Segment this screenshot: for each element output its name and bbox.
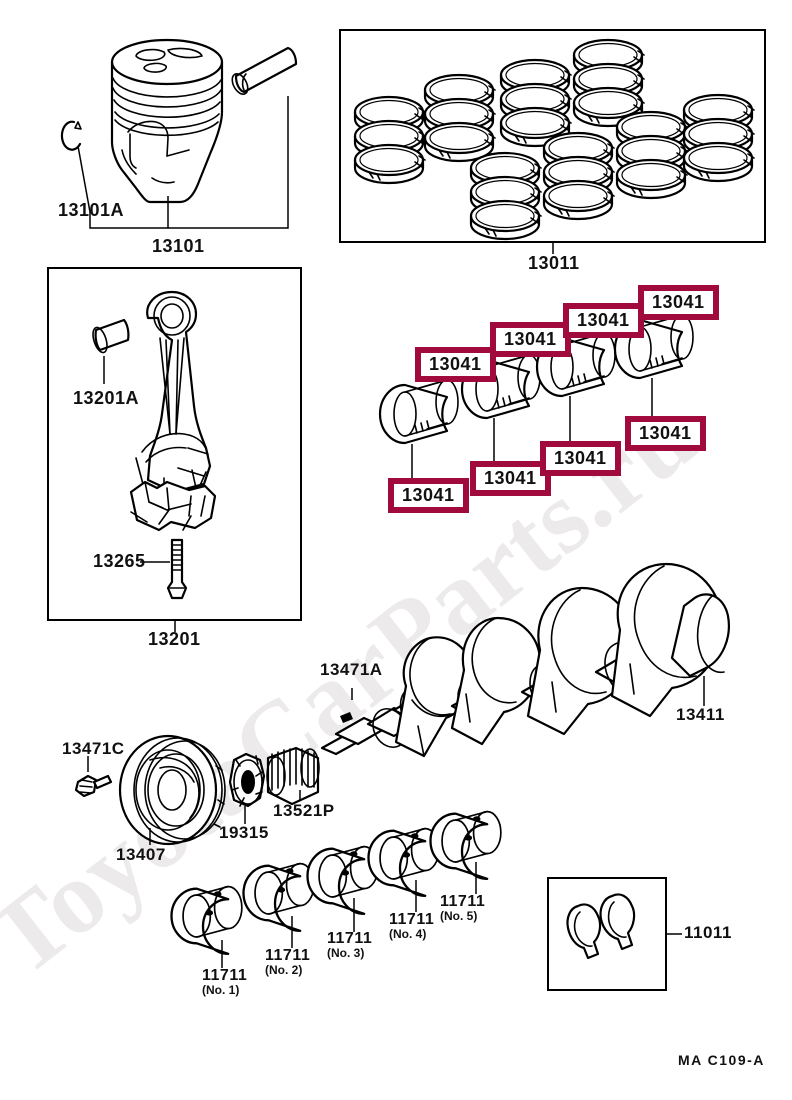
label-13265: 13265 xyxy=(93,551,146,571)
piston-pin-drawing xyxy=(231,46,298,95)
main-bearing-leaders xyxy=(221,862,477,968)
label-13201: 13201 xyxy=(148,629,201,649)
label-11711-no4: 11711 (No. 4) xyxy=(389,911,434,941)
leader-bracket-13101 xyxy=(89,96,289,229)
leader-13101A xyxy=(77,145,91,213)
rod-cap-drawing xyxy=(129,480,217,532)
highlight-13041-5[interactable]: 13041 xyxy=(388,478,469,513)
highlight-13041-3[interactable]: 13041 xyxy=(563,303,644,338)
highlight-13041-8[interactable]: 13041 xyxy=(625,416,706,451)
label-11711-no2-position: (No. 2) xyxy=(265,963,303,977)
highlight-13041-6[interactable]: 13041 xyxy=(470,461,551,496)
piston-drawing xyxy=(110,38,224,204)
thrust-washer-box xyxy=(547,877,667,991)
highlight-13041-1[interactable]: 13041 xyxy=(415,347,496,382)
label-13101: 13101 xyxy=(152,236,205,256)
label-13471C: 13471C xyxy=(62,739,125,758)
label-11711-no1-number: 11711 xyxy=(202,967,248,984)
label-11711-no5-number: 11711 xyxy=(440,893,486,910)
crankshaft-drawing xyxy=(320,562,730,758)
label-11011: 11011 xyxy=(684,923,732,942)
label-11711-no5: 11711 (No. 5) xyxy=(440,893,485,923)
rod-bushing-drawing xyxy=(92,318,130,354)
rod-bearing-shells xyxy=(378,309,701,445)
label-19315: 19315 xyxy=(219,823,269,842)
highlight-13041-2[interactable]: 13041 xyxy=(490,322,571,357)
label-11711-no1: 11711 (No. 1) xyxy=(202,967,247,997)
conrod-drawing xyxy=(135,290,212,499)
label-13011: 13011 xyxy=(528,253,580,273)
rod-bolt-drawing xyxy=(166,538,188,600)
thrust-washer-drawing xyxy=(566,893,636,960)
label-11711-no3-number: 11711 xyxy=(327,930,373,947)
label-11711-no3-position: (No. 3) xyxy=(327,946,365,960)
highlight-13041-4[interactable]: 13041 xyxy=(638,285,719,320)
label-13201A: 13201A xyxy=(73,388,140,408)
label-11711-no4-position: (No. 4) xyxy=(389,927,427,941)
label-11711-no2-number: 11711 xyxy=(265,947,311,964)
label-11711-no4-number: 11711 xyxy=(389,911,435,928)
label-13411: 13411 xyxy=(676,705,725,724)
footer-code: MA C109-A xyxy=(678,1052,765,1068)
label-11711-no1-position: (No. 1) xyxy=(202,983,240,997)
label-13471A: 13471A xyxy=(320,660,383,679)
label-13101A: 13101A xyxy=(58,200,125,220)
label-13407: 13407 xyxy=(116,845,166,864)
pulley-drawing xyxy=(74,734,320,846)
label-11711-no2: 11711 (No. 2) xyxy=(265,947,310,977)
snap-ring-drawing xyxy=(60,120,82,151)
highlight-13041-7[interactable]: 13041 xyxy=(540,441,621,476)
ring-stacks xyxy=(353,38,756,241)
label-11711-no3: 11711 (No. 3) xyxy=(327,930,372,960)
label-11711-no5-position: (No. 5) xyxy=(440,909,478,923)
label-13521P: 13521P xyxy=(273,801,335,820)
